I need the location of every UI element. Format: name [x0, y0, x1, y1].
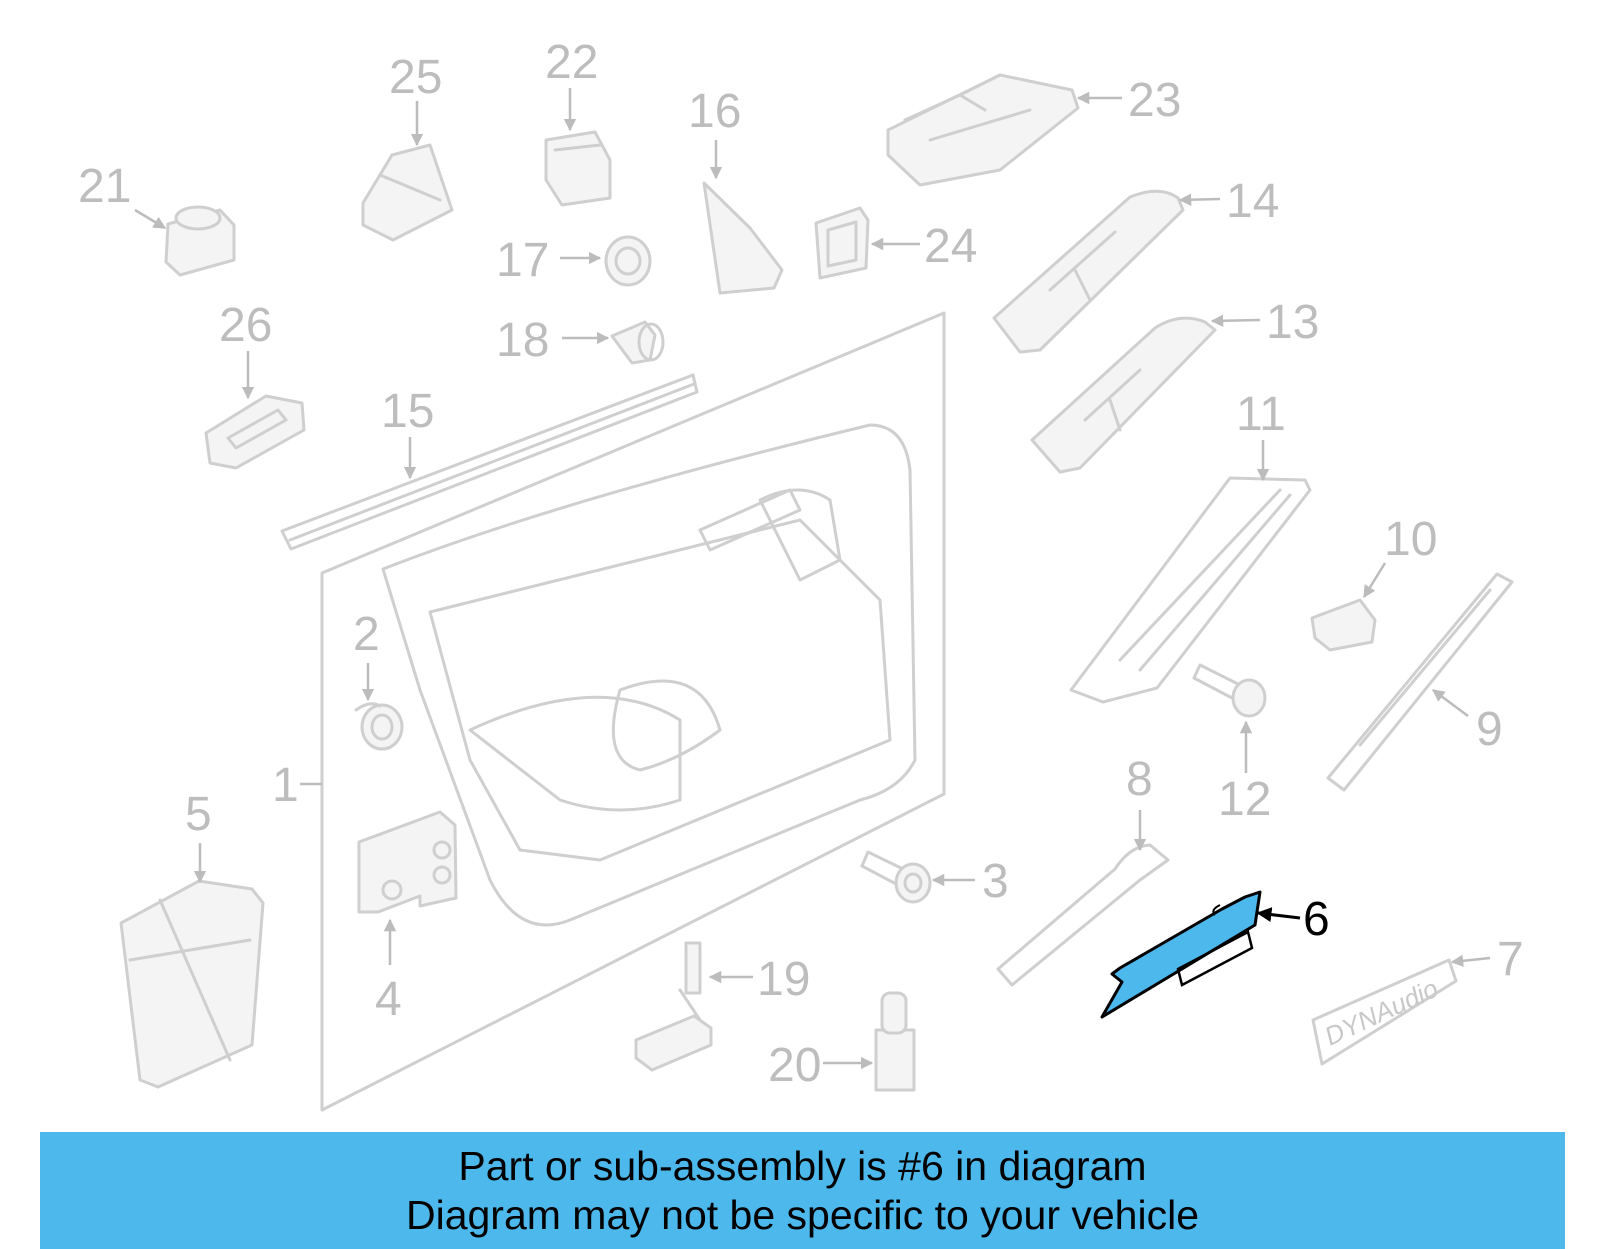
banner-line-2: Diagram may not be specific to your vehi… [405, 1191, 1199, 1238]
part-22-switch [544, 130, 612, 207]
callout-6: 6 [1303, 893, 1330, 946]
part-24-switch [814, 206, 870, 280]
callout-11: 11 [1236, 388, 1286, 441]
callout-16: 16 [688, 85, 741, 138]
part-7-emblem: DYNAudio [1311, 958, 1458, 1066]
callout-20: 20 [768, 1039, 821, 1092]
emblem-text: DYNAudio [1320, 973, 1443, 1051]
callout-22: 22 [545, 36, 598, 89]
callout-8: 8 [1126, 753, 1153, 806]
callout-10: 10 [1384, 513, 1437, 566]
part-9-strip [1326, 572, 1514, 792]
part-17-grommet [604, 235, 652, 287]
part-25-switch [361, 143, 454, 242]
callout-9: 9 [1476, 703, 1503, 756]
callout-7: 7 [1497, 933, 1524, 986]
callout-14: 14 [1226, 175, 1279, 228]
leader-lines [134, 88, 1491, 1070]
part-11-trim [1069, 476, 1312, 704]
callout-19: 19 [757, 953, 810, 1006]
callout-17: 17 [496, 234, 549, 287]
callout-15: 15 [381, 385, 434, 438]
callout-3: 3 [982, 855, 1009, 908]
part-21-knob [164, 205, 236, 277]
part-16-cover [702, 181, 784, 295]
part-12-bolt [1192, 663, 1267, 718]
callout-2: 2 [353, 608, 380, 661]
callout-4: 4 [375, 973, 402, 1026]
callout-12: 12 [1218, 773, 1271, 826]
banner-line-1: Part or sub-assembly is #6 in diagram [458, 1142, 1147, 1189]
callout-labels: 1 2 3 4 5 6 7 8 9 10 11 12 13 14 15 16 1… [78, 36, 1524, 1092]
callout-24: 24 [924, 220, 977, 273]
part-19-sensor [634, 941, 713, 1072]
info-banner: Part or sub-assembly is #6 in diagram Di… [40, 1132, 1565, 1249]
part-18-clip [610, 320, 665, 365]
part-23-master-switch [886, 73, 1080, 187]
part-6-highlighted[interactable] [1100, 890, 1262, 1019]
part-14-switch-panel [992, 189, 1185, 354]
callout-18: 18 [496, 314, 549, 367]
part-20-switch [874, 991, 916, 1092]
callout-21: 21 [78, 160, 131, 213]
part-5-cover [119, 879, 265, 1089]
part-13-switch-panel [1030, 316, 1217, 474]
callout-25: 25 [389, 51, 442, 104]
part-15-belt-molding [280, 373, 699, 551]
part-2-clip [354, 702, 404, 751]
part-26-handle [204, 394, 306, 470]
part-1-door-panel [320, 311, 946, 1112]
callout-26: 26 [219, 299, 272, 352]
callout-5: 5 [185, 788, 212, 841]
part-3-screw [860, 850, 932, 904]
part-10-clip [1310, 598, 1377, 652]
callout-13: 13 [1266, 296, 1319, 349]
callout-1: 1 [272, 759, 299, 812]
part-4-bracket [357, 810, 458, 914]
callout-23: 23 [1128, 74, 1181, 127]
